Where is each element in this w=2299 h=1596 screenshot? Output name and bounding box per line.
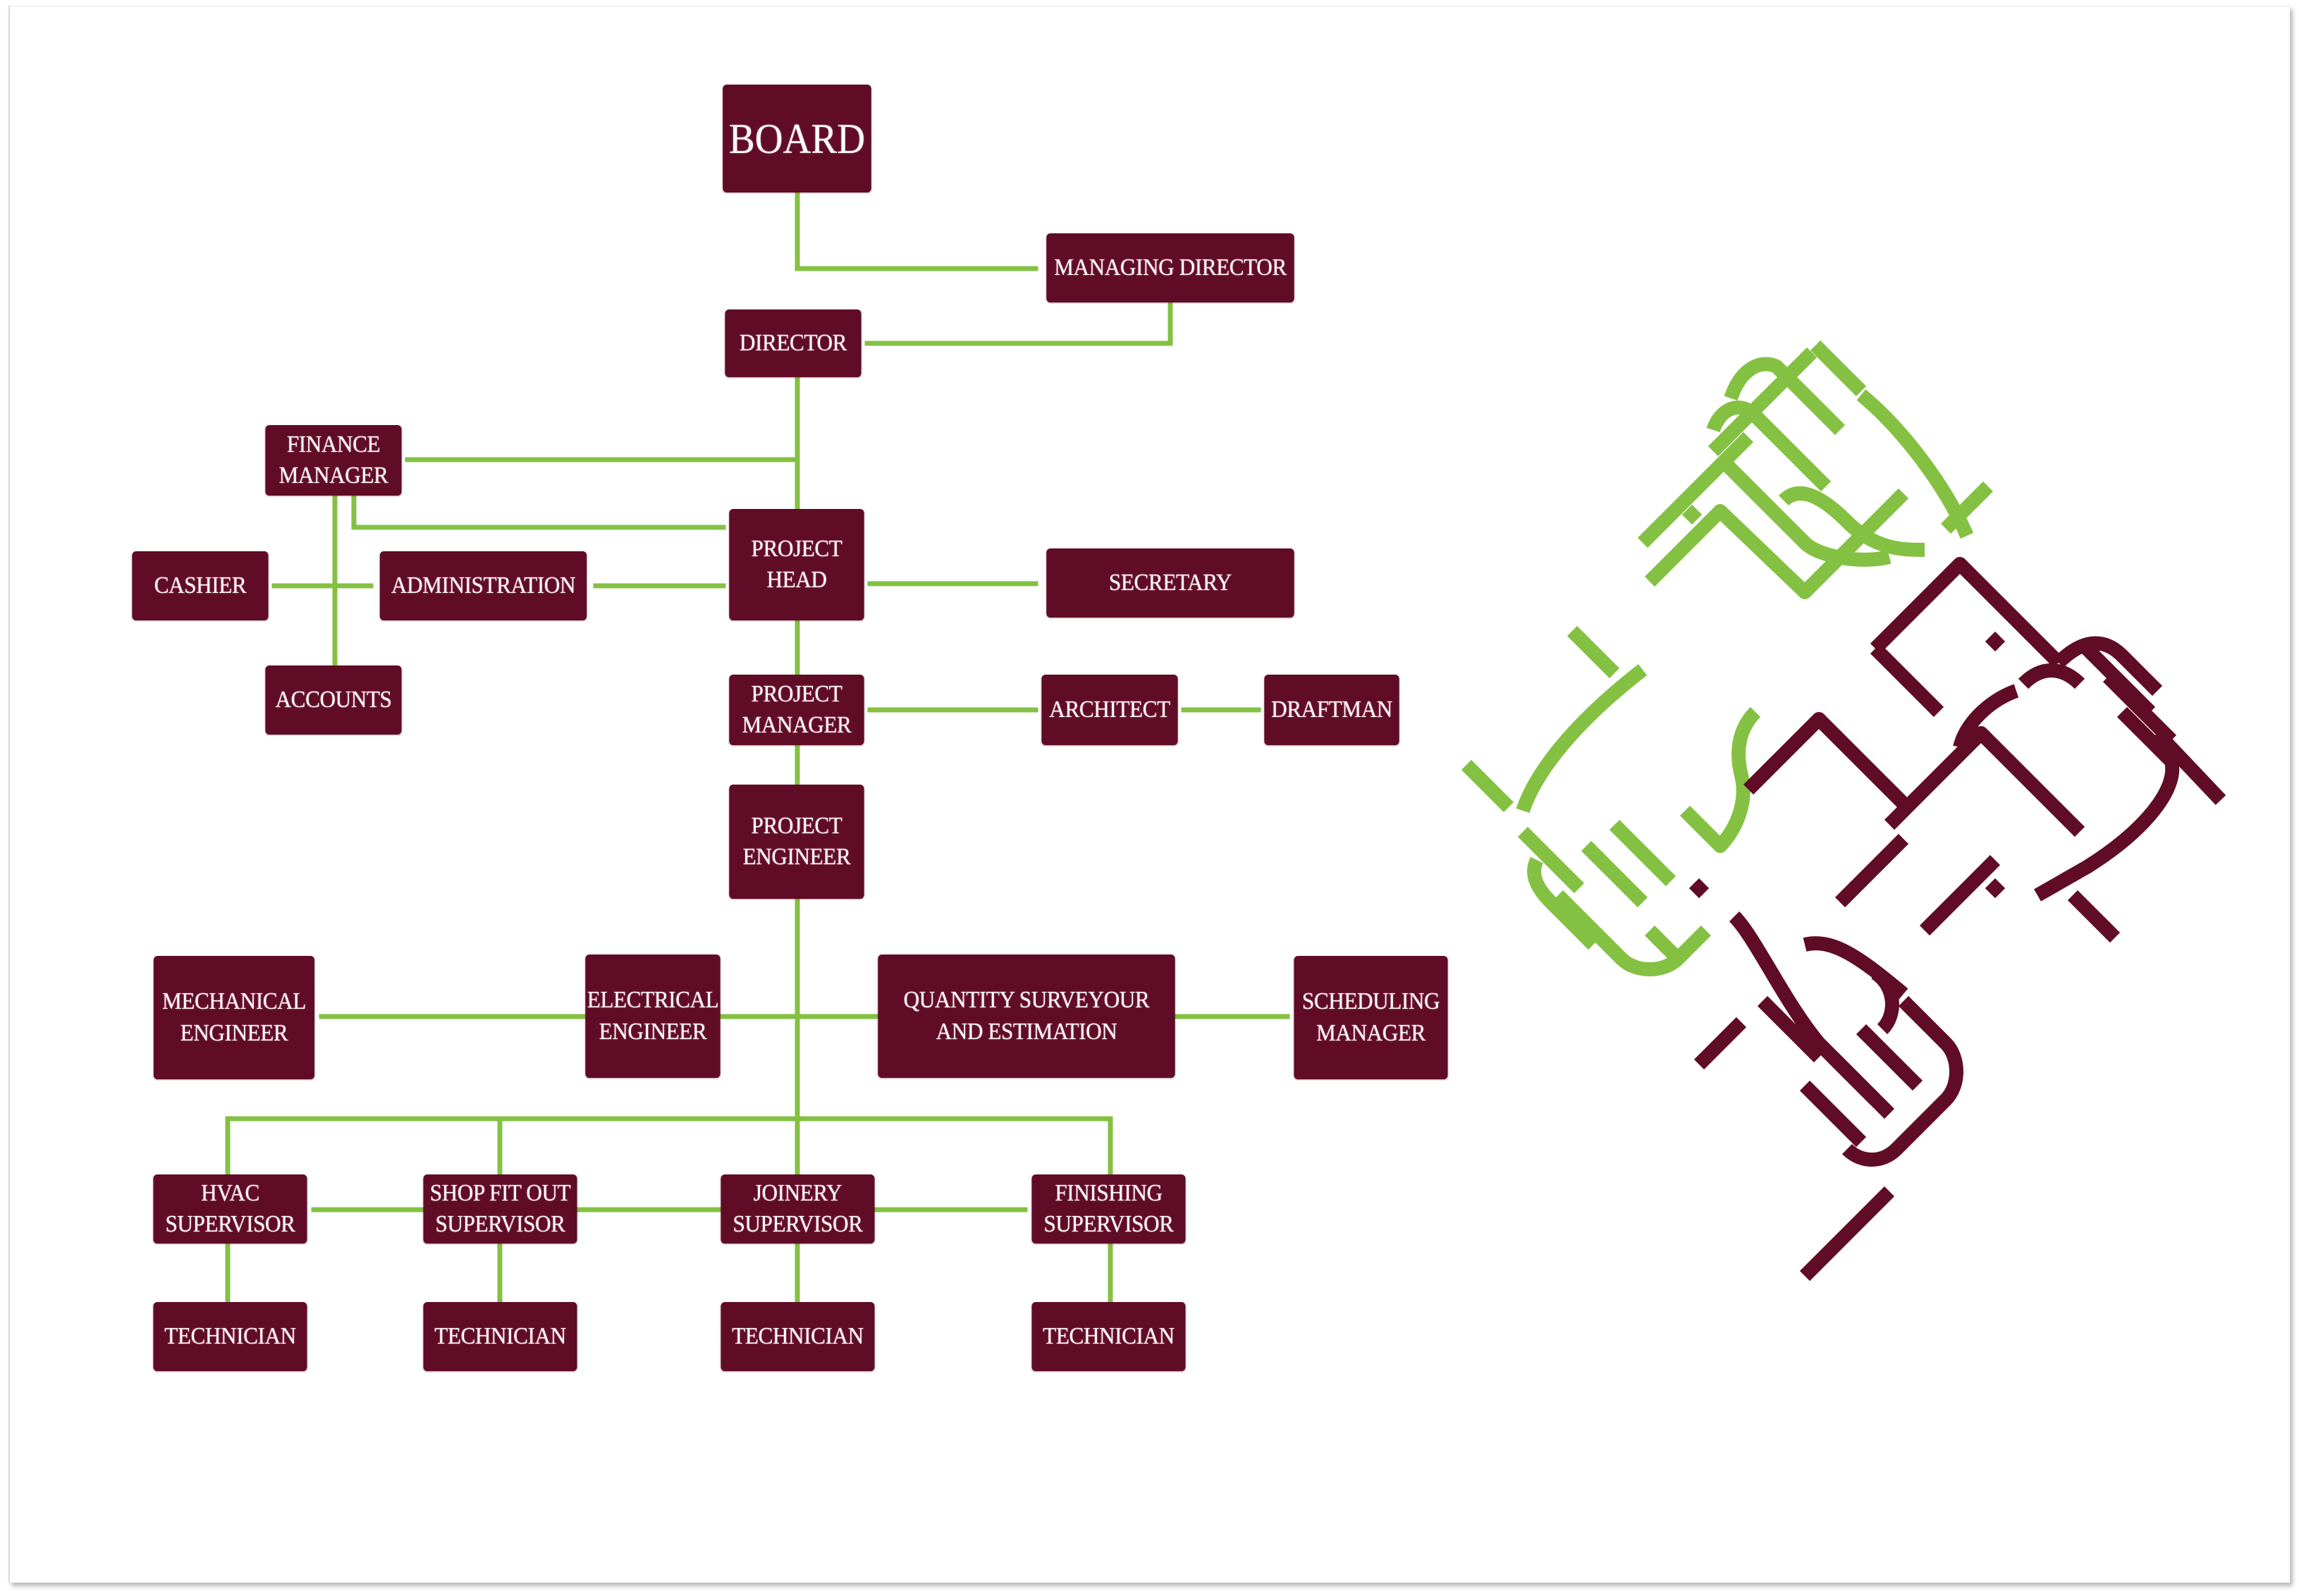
box-quantity-surveyour: QUANTITY SURVEYOUR AND ESTIMATION [878, 954, 1175, 1078]
box-hvac-supervisor: HVAC SUPERVISOR [153, 1174, 307, 1244]
box-scheduling-manager: SCHEDULING MANAGER [1294, 956, 1448, 1079]
box-managing-director: MANAGING DIRECTOR [1046, 233, 1294, 302]
box-mechanical-engineer: MECHANICAL ENGINEER [153, 956, 315, 1079]
box-finance-manager: FINANCE MANAGER [265, 425, 402, 496]
box-technician-joinery: TECHNICIAN [721, 1302, 875, 1371]
box-board: BOARD [723, 85, 871, 192]
box-project-head: PROJECT HEAD [729, 509, 864, 620]
box-electrical-engineer: ELECTRICAL ENGINEER [585, 954, 721, 1078]
box-secretary: SECRETARY [1046, 548, 1294, 618]
box-technician-finishing: TECHNICIAN [1031, 1302, 1186, 1371]
box-draftman: DRAFTMAN [1264, 675, 1399, 745]
box-project-engineer: PROJECT ENGINEER [729, 785, 864, 899]
box-architect: ARCHITECT [1041, 675, 1178, 745]
box-finishing-supervisor: FINISHING SUPERVISOR [1031, 1174, 1186, 1244]
box-project-manager: PROJECT MANAGER [729, 675, 864, 745]
box-cashier: CASHIER [132, 551, 269, 620]
box-joinery-supervisor: JOINERY SUPERVISOR [721, 1174, 875, 1244]
box-administration: ADMINISTRATION [379, 551, 587, 620]
connector-board-md [795, 190, 1038, 271]
box-accounts: ACCOUNTS [265, 665, 402, 735]
box-technician-hvac: TECHNICIAN [153, 1302, 307, 1371]
box-director: DIRECTOR [725, 309, 862, 377]
box-shop-fit-out-supervisor: SHOP FIT OUT SUPERVISOR [423, 1174, 577, 1244]
green-hands [1461, 340, 1994, 976]
connector-md-director [864, 300, 1173, 346]
box-technician-shopfit: TECHNICIAN [423, 1302, 577, 1371]
connector-finance-projecthead [351, 493, 726, 530]
maroon-hands [1688, 557, 2226, 1282]
